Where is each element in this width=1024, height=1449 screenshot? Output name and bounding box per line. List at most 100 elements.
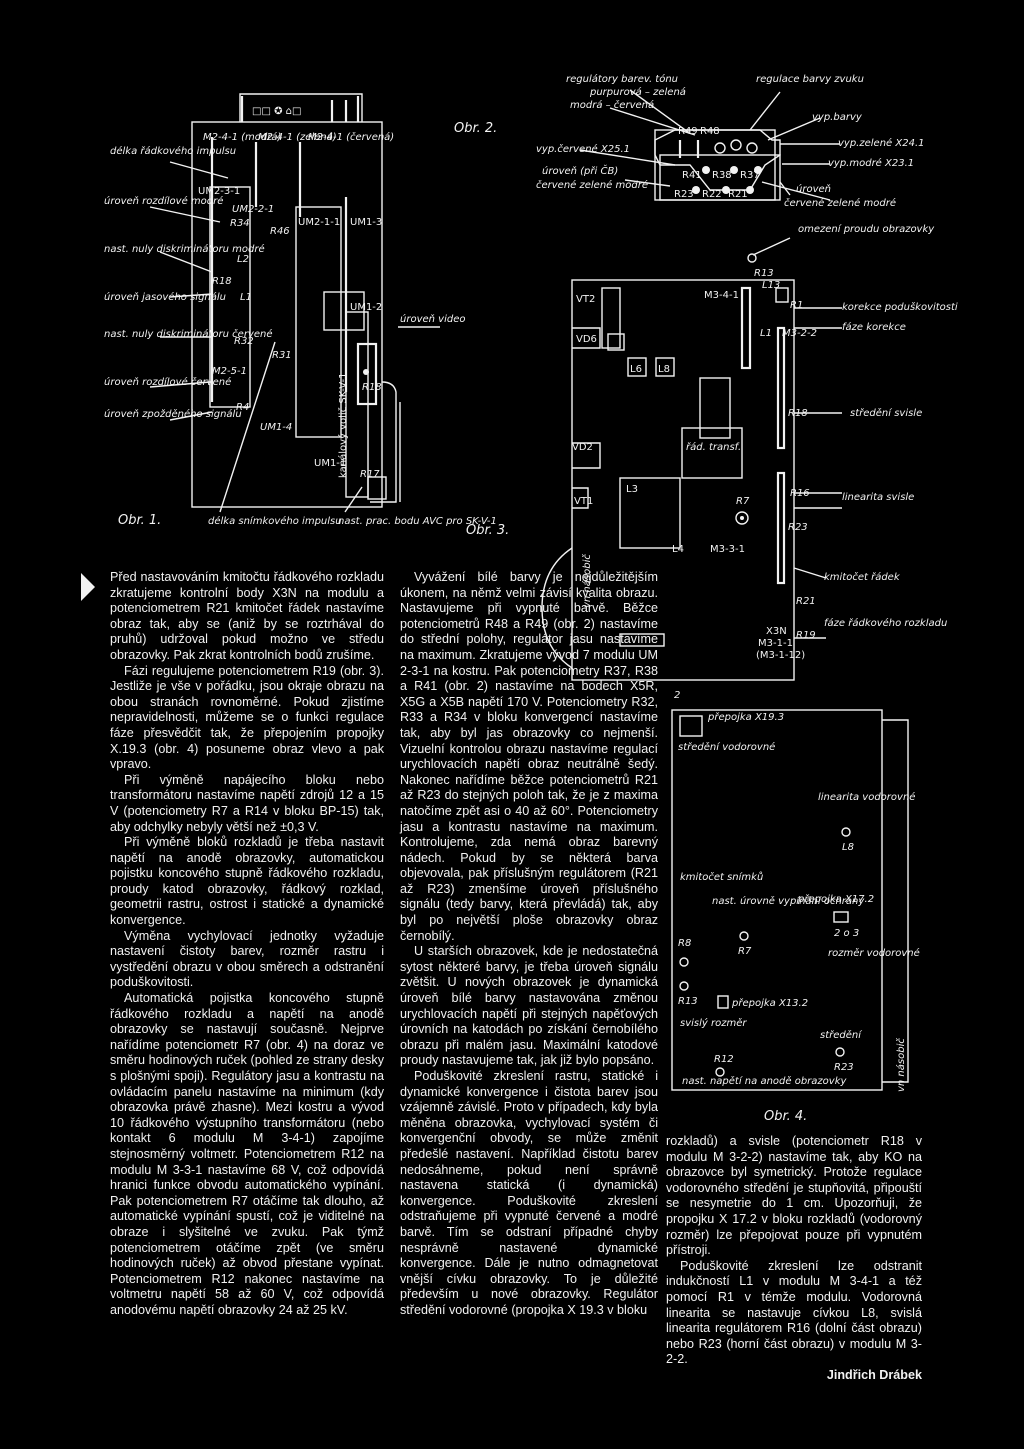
fig2-lbl-vyp-cervene: vyp.červené X25.1: [536, 143, 630, 155]
col1-paragraph-2: Fázi regulujeme potenciometrem R19 (obr.…: [110, 663, 384, 772]
col2-paragraph-1: Vyvážení bílé barvy je nejdůležitějším ú…: [400, 570, 658, 943]
fig2-lbl-purpurova: purpurová – zelená: [589, 86, 686, 98]
article-column-1: Před nastavováním kmitočtu řádkového roz…: [110, 570, 384, 1370]
col1-paragraph-4: Při výměně bloků rozkladů je třeba nasta…: [110, 835, 384, 928]
fig1-lbl-delka-snimkoveho: délka snímkového impulsu: [208, 515, 342, 527]
fig3-lbl-stredeni: středění svisle: [850, 407, 922, 419]
col3-paragraph-1: rozkladů) a svisle (potenciometr R18 v m…: [666, 1134, 922, 1258]
fig1-caption: Obr. 1.: [118, 513, 161, 528]
svg-text:úroveň video: úroveň video: [400, 313, 465, 325]
fig1-lbl-delka-radkoveho: délka řádkového impulsu: [110, 145, 236, 157]
fig4-lbl-vn-nasobic: vn násobič: [895, 1038, 907, 1092]
fig2-lbl-regulace: regulace barvy zvuku: [756, 74, 864, 85]
fig3-lbl-r19: R19: [796, 630, 816, 641]
fig3-lbl-r1: R1: [790, 300, 803, 311]
fig4-lbl-r13: R13: [678, 996, 698, 1007]
fig1-lbl-um1-3: UM1-3: [350, 217, 382, 228]
fig1-lbl-r18b: R18: [362, 382, 382, 393]
fig4-lbl-l8: L8: [842, 842, 854, 853]
fig2-lbl-r37: R37: [740, 170, 760, 181]
svg-text:úroveň rozdílové modré: úroveň rozdílové modré: [104, 195, 223, 207]
fig3-lbl-l13: L13: [762, 280, 780, 291]
article-column-3: rozkladů) a svisle (potenciometr R18 v m…: [666, 1134, 922, 1382]
fig1-lbl-um1-1: UM1-1: [314, 458, 346, 469]
fig2-lbl-czm-right: červené zelené modré: [784, 197, 896, 209]
fig2-lbl-vyp-zelene: vyp.zelené X24.1: [838, 137, 924, 149]
fig2-lbl-modra: modrá – červená: [570, 99, 654, 111]
fig4-lbl-kmitocet: kmitočet snímků: [680, 871, 763, 883]
fig3-lbl-m3-1-12: (M3-1-12): [756, 650, 805, 661]
fig2-lbl-r13: R13: [754, 268, 774, 279]
section-arrow-icon: [81, 573, 95, 601]
fig4-lbl-n2: 2: [674, 690, 680, 701]
fig1-lbl-um2-1-1: UM2-1-1: [298, 217, 340, 228]
fig4-lbl-linearita: linearita vodorovné: [818, 791, 915, 803]
col2-paragraph-2: U starších obrazovek, kde je nedostatečn…: [400, 944, 658, 1068]
fig2-lbl-r38: R38: [712, 170, 732, 181]
fig3-lbl-m3-4-1: M3-4-1: [704, 290, 739, 301]
fig1-lbl-nast-nuly-cervene: nast. nuly diskriminátoru červené: [104, 328, 273, 340]
fig2-lbl-r49: R49: [678, 126, 698, 137]
fig2-lbl-vyp-modre: vyp.modré X23.1: [828, 157, 914, 169]
fig1-lbl-r4: R4: [236, 402, 249, 413]
fig4-lbl-rozmer: rozměr vodorovné: [828, 947, 920, 959]
fig3-lbl-m3-3-1: M3-3-1: [710, 544, 745, 555]
fig4-lbl-stredeni: středění: [820, 1029, 862, 1041]
fig3-lbl-faze-korekce: fáze korekce: [842, 321, 906, 333]
svg-text:□□ ✪ ⌂□: □□ ✪ ⌂□: [252, 106, 301, 117]
fig4-caption: Obr. 4.: [764, 1109, 807, 1124]
fig2-lbl-regulatory: regulátory barev. tónu: [566, 73, 678, 85]
fig3-lbl-l4: L4: [672, 544, 684, 555]
svg-text:délka řádkového impulsu: délka řádkového impulsu: [110, 145, 236, 157]
fig1-lbl-um2-2-1: UM2-2-1: [232, 204, 274, 215]
fig3-caption: Obr. 3.: [466, 523, 509, 538]
fig1-lbl-uroven-rozdilove-cervene: úroveň rozdílové červené: [104, 376, 231, 388]
fig2-lbl-omezeni: omezení proudu obrazovky: [798, 223, 935, 235]
fig4-lbl-r7: R7: [738, 946, 752, 957]
fig4-lbl-prepojka-x193: přepojka X19.3: [707, 711, 784, 723]
fig1-lbl-r18: R18: [212, 276, 232, 287]
svg-text:nast. nuly diskriminátoru modr: nast. nuly diskriminátoru modré: [104, 243, 265, 255]
fig3-lbl-m3-1-1: M3-1-1: [758, 638, 793, 649]
figure-3: Obr. 3. VT2 VD6 L6 L8 M3-4-1 L13 R1 L1 M…: [460, 268, 958, 688]
fig3-lbl-l1: L1: [760, 328, 772, 339]
svg-text:úroveň rozdílové červené: úroveň rozdílové červené: [104, 376, 231, 388]
fig1-lbl-m2-4-1-modra: M2-4-1 (modrá): [203, 131, 281, 143]
fig1-lbl-nast-nuly-modre: nast. nuly diskriminátoru modré: [104, 243, 265, 255]
fig3-lbl-x3n: X3N: [766, 626, 787, 637]
fig1-lbl-uroven-zpozdeneho: úroveň zpožděného signálu: [104, 408, 242, 420]
fig3-lbl-vd6: VD6: [576, 334, 597, 345]
fig4-lbl-r8: R8: [678, 938, 691, 949]
svg-text:úroveň jasového signálu: úroveň jasového signálu: [104, 291, 226, 303]
fig2-lbl-uroven-right: úroveň: [796, 183, 831, 195]
svg-text:nast. nuly diskriminátoru červ: nast. nuly diskriminátoru červené: [104, 328, 273, 340]
fig4-lbl-nast-napeti: nast. napětí na anodě obrazovky: [682, 1075, 847, 1087]
fig1-lbl-uroven-video: úroveň video: [400, 313, 465, 325]
svg-text:kanálový volič SK-V-1: kanálový volič SK-V-1: [337, 373, 349, 479]
col1-paragraph-3: Při výměně napájecího bloku nebo transfo…: [110, 772, 384, 834]
fig4-lbl-r23: R23: [834, 1062, 854, 1073]
figure-1: □□ ✪ ⌂□ kanálový volič SK-V-1 M2-4-1 (mo…: [100, 82, 497, 552]
fig1-lbl-um2-3-1: UM2-3-1: [198, 186, 240, 197]
col1-paragraph-6: Automatická pojistka koncového stupně řá…: [110, 991, 384, 1317]
fig3-lbl-faze-radkoveho: fáze řádkového rozkladu: [824, 617, 947, 629]
fig3-lbl-r21: R21: [796, 596, 816, 607]
fig2-lbl-r22: R22: [702, 189, 722, 200]
fig3-lbl-kmitocet: kmitočet řádek: [824, 571, 901, 583]
fig1-lbl-uroven-rozdilove-modre: úroveň rozdílové modré: [104, 195, 223, 207]
fig2-lbl-r21: R21: [728, 189, 748, 200]
fig2-lbl-r48: R48: [700, 126, 720, 137]
fig1-lbl-m2-5-1: M2-5-1: [212, 366, 247, 377]
svg-text:úroveň zpožděného signálu: úroveň zpožděného signálu: [104, 408, 242, 420]
figure-4: 2 přepojka X19.3 středění vodorovné line…: [668, 680, 930, 1130]
fig1-lbl-nast-prac-bodu: nast. prac. bodu AVC pro SK-V-1: [338, 516, 497, 527]
fig4-lbl-r12: R12: [714, 1054, 734, 1065]
fig3-lbl-rad-transf: řád. transf.: [686, 441, 741, 453]
fig4-lbl-2o3: 2 o 3: [834, 928, 859, 939]
fig3-lbl-vt1: VT1: [574, 496, 593, 507]
fig2-lbl-r23: R23: [674, 189, 694, 200]
figure-2: Obr. 2. regulátory barev. tónu purpurová…: [450, 70, 935, 290]
fig3-lbl-r16: R16: [790, 488, 810, 499]
fig1-lbl-r46: R46: [270, 226, 290, 237]
fig3-lbl-r7: R7: [736, 496, 750, 507]
